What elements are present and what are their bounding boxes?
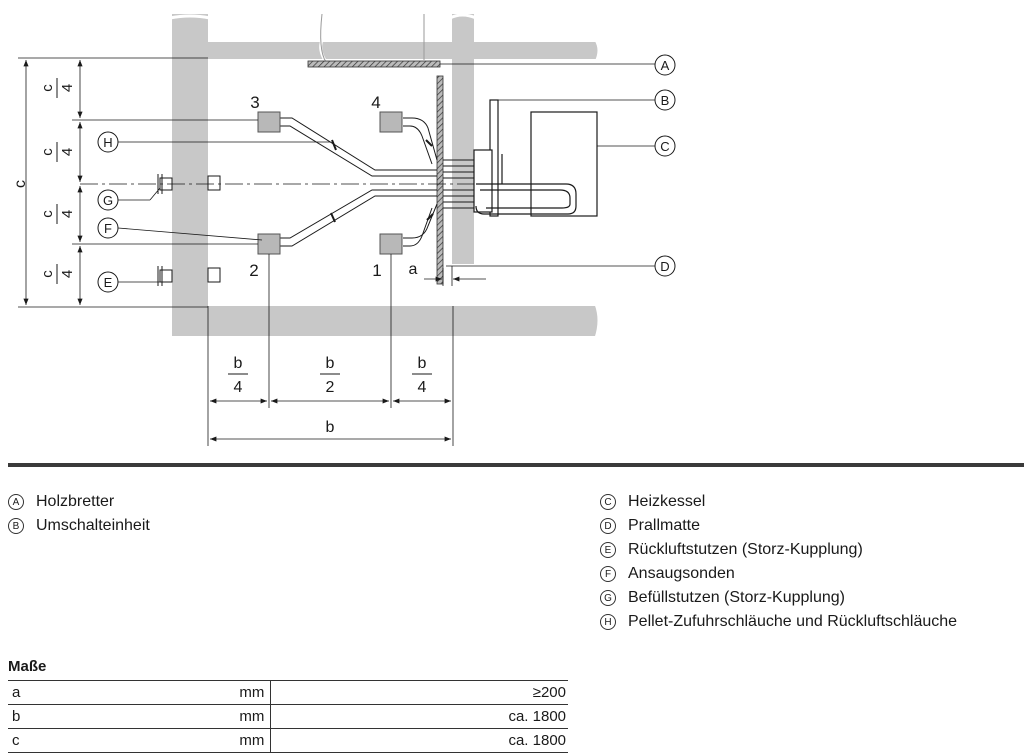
table-row: c mm ca. 1800 (8, 728, 568, 753)
callout-f: F (104, 221, 112, 236)
port-number-3: 3 (250, 93, 259, 112)
legend-letter: G (600, 590, 616, 606)
frac-c4-den: 4 (59, 210, 76, 218)
frac-b2-den: 2 (326, 379, 335, 396)
frac-c4-num: c (39, 270, 56, 278)
legend-letter: H (600, 614, 616, 630)
legend-item: H Pellet-Zufuhrschläuche und Rückluftsch… (600, 610, 957, 634)
dim-c-label: c (12, 180, 29, 188)
table-cell-value: ca. 1800 (270, 728, 568, 753)
callout-b: B (661, 93, 670, 108)
wooden-boards (307, 60, 441, 68)
legend-letter: D (600, 518, 616, 534)
table-cell-var: a (8, 680, 25, 705)
callout-d: D (660, 259, 669, 274)
legend-letter: C (600, 494, 616, 510)
section-divider (8, 463, 1024, 467)
legend-item: F Ansaugsonden (600, 562, 957, 586)
legend-text: Befüllstutzen (Storz-Kupplung) (628, 589, 845, 606)
dim-b-label: b (326, 419, 335, 436)
callout-e: E (104, 275, 113, 290)
legend-letter: A (8, 494, 24, 510)
frac-c4-group: c 4 c 4 c 4 c 4 (39, 78, 76, 284)
dimension-a (424, 266, 486, 286)
dimensions-table: a mm ≥200 b mm ca. 1800 c mm ca. 1800 (8, 680, 568, 753)
walls (172, 14, 598, 336)
legend-item: D Prallmatte (600, 514, 957, 538)
table-cell-var: c (8, 728, 25, 753)
frac-b4-den: 4 (418, 379, 427, 396)
frac-b4-den: 4 (234, 379, 243, 396)
frac-c4-den: 4 (59, 84, 76, 92)
frac-c4-den: 4 (59, 270, 76, 278)
storage-room-diagram: c c 4 c 4 c 4 c 4 b (12, 13, 676, 446)
table-row: a mm ≥200 (8, 680, 568, 705)
frac-b2-num: b (326, 355, 335, 372)
table-cell-unit: mm (24, 704, 272, 729)
legend-text: Umschalteinheit (36, 517, 150, 534)
legend-item: C Heizkessel (600, 490, 957, 514)
legend-text: Prallmatte (628, 517, 701, 534)
callout-c: C (660, 139, 669, 154)
hoses (280, 117, 438, 247)
table-cell-value: ≥200 (270, 680, 568, 705)
legend-item: G Befüllstutzen (Storz-Kupplung) (600, 586, 957, 610)
legend-text: Ansaugsonden (628, 565, 735, 582)
legend-letter: E (600, 542, 616, 558)
legend-item: B Umschalteinheit (8, 514, 150, 538)
table-cell-unit: mm (24, 680, 272, 705)
frac-c4-num: c (39, 84, 56, 92)
table-title: Maße (8, 658, 47, 675)
impact-mat (436, 75, 444, 285)
legend-left: A Holzbretter B Umschalteinheit (8, 490, 150, 538)
legend-text: Heizkessel (628, 493, 706, 510)
frac-b4-num: b (234, 355, 243, 372)
port-number-1: 1 (372, 261, 381, 280)
frac-c4-num: c (39, 210, 56, 218)
legend-text: Holzbretter (36, 493, 115, 510)
legend-right: C Heizkessel D Prallmatte E Rückluftstut… (600, 490, 957, 634)
table-row: b mm ca. 1800 (8, 704, 568, 729)
legend-item: E Rückluftstutzen (Storz-Kupplung) (600, 538, 957, 562)
dim-a-label: a (409, 261, 418, 278)
callout-a: A (661, 58, 670, 73)
legend-text: Rückluftstutzen (Storz-Kupplung) (628, 541, 863, 558)
callout-g: G (103, 193, 113, 208)
port-number-4: 4 (371, 93, 380, 112)
legend-item: A Holzbretter (8, 490, 150, 514)
port-number-2: 2 (249, 261, 258, 280)
dimension-b (207, 254, 454, 446)
table-cell-unit: mm (24, 728, 272, 753)
frac-c4-den: 4 (59, 148, 76, 156)
table-cell-var: b (8, 704, 25, 729)
table-cell-value: ca. 1800 (270, 704, 568, 729)
legend-letter: B (8, 518, 24, 534)
legend-text: Pellet-Zufuhrschläuche und Rückluftschlä… (628, 613, 958, 630)
legend-letter: F (600, 566, 616, 582)
dimension-c (18, 57, 258, 308)
frac-b4-num: b (418, 355, 427, 372)
boiler (473, 99, 598, 217)
suction-probes (257, 111, 403, 255)
callouts: A B C D H G F E (97, 54, 676, 293)
callout-h: H (103, 135, 112, 150)
frac-c4-num: c (39, 148, 56, 156)
